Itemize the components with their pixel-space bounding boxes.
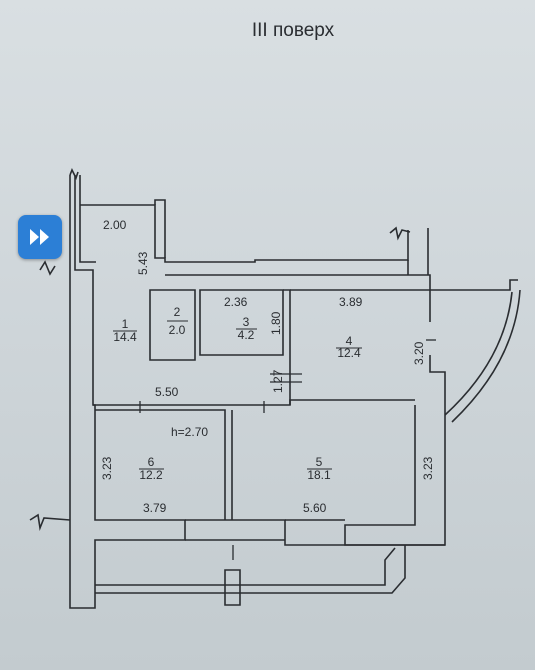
fast-forward-button[interactable]: [18, 215, 62, 259]
dim-1-27: 1.27: [271, 369, 285, 393]
dim-2-36: 2.36: [224, 295, 248, 309]
walls: [29, 168, 521, 609]
dim-5-50: 5.50: [155, 385, 179, 399]
dim-3-20: 3.20: [412, 341, 426, 365]
room-5-area: 18.1: [307, 468, 331, 482]
room-4-number: 4: [346, 334, 353, 348]
room-6-number: 6: [148, 455, 155, 469]
room-2-area: 2.0: [169, 323, 186, 337]
room-3-area: 4.2: [238, 328, 255, 342]
dim-2-00: 2.00: [103, 218, 127, 232]
tick-marks: [139, 339, 436, 560]
room-3-number: 3: [243, 315, 250, 329]
dimension-labels: 2.00 5.43 2.36 1.80 3.89 3.20 5.50 1.27 …: [100, 218, 435, 515]
room-6-area: 12.2: [139, 468, 163, 482]
room-5-number: 5: [316, 455, 323, 469]
room-1-number: 1: [122, 317, 129, 331]
room-1-area: 14.4: [113, 330, 137, 344]
plan-title: III поверх: [252, 20, 335, 41]
dim-5-60: 5.60: [303, 501, 327, 515]
dim-3-23-right: 3.23: [421, 456, 435, 480]
ceiling-height: h=2.70: [171, 425, 208, 439]
dim-3-79: 3.79: [143, 501, 167, 515]
dim-3-23-left: 3.23: [100, 456, 114, 480]
dim-5-43: 5.43: [136, 251, 150, 275]
room-4-area: 12.4: [337, 346, 361, 360]
room-2-number: 2: [174, 305, 181, 319]
dim-3-89: 3.89: [339, 295, 363, 309]
dim-1-80: 1.80: [269, 311, 283, 335]
room-labels: 1 14.4 2 2.0 3 4.2 4 12.4 5 18.1 6 12.2: [113, 305, 362, 482]
fast-forward-icon: [30, 229, 49, 245]
